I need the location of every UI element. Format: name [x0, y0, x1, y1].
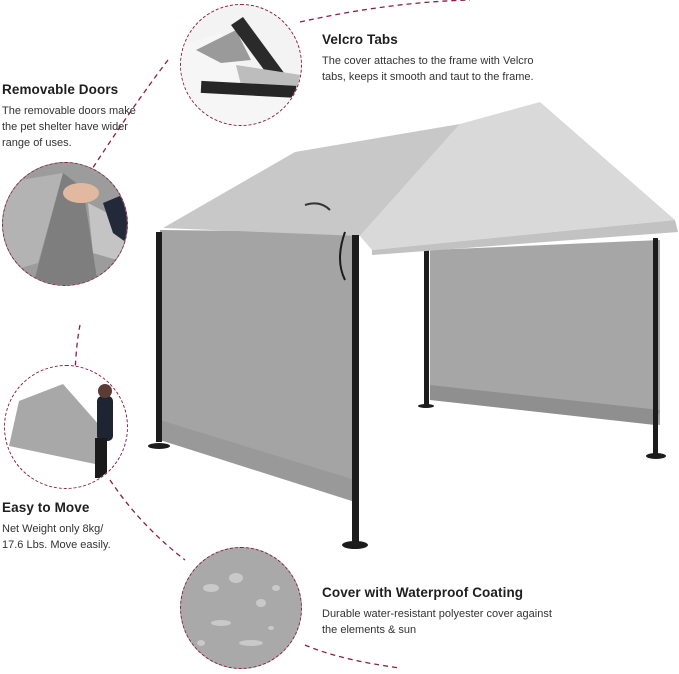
water-droplets-icon	[197, 573, 280, 646]
waterproof-fabric-image	[180, 547, 302, 669]
feature-description-line: The cover attaches to the frame with Vel…	[322, 55, 534, 67]
feature-title: Cover with Waterproof Coating	[322, 585, 524, 600]
removable-door-image	[2, 162, 128, 286]
feature-title: Easy to Move	[2, 500, 90, 515]
velcro-closeup-image	[180, 4, 302, 126]
feature-title: Removable Doors	[2, 82, 119, 97]
feature-description-line: the pet shelter have wider	[2, 121, 128, 133]
feature-description-line: Durable water-resistant polyester cover …	[322, 608, 552, 620]
feature-easy-to-move: Easy to Move Net Weight only 8kg/ 17.6 L…	[2, 500, 111, 553]
feature-description-line: the elements & sun	[322, 624, 417, 636]
feature-description-line: tabs, keeps it smooth and taut to the fr…	[322, 71, 534, 83]
person-carrying-icon	[9, 384, 113, 478]
door-panel-hand-icon	[3, 163, 127, 285]
feature-removable-doors: Removable Doors The removable doors make…	[2, 82, 136, 151]
feature-description-line: range of uses.	[2, 137, 72, 149]
feature-description-line: The removable doors make	[2, 105, 136, 117]
carrying-shelter-image	[4, 365, 128, 489]
feature-title: Velcro Tabs	[322, 32, 398, 47]
feature-description-line: 17.6 Lbs. Move easily.	[2, 539, 111, 551]
feature-description-line: Net Weight only 8kg/	[2, 523, 104, 535]
feature-velcro: Velcro Tabs The cover attaches to the fr…	[322, 32, 534, 85]
feature-waterproof: Cover with Waterproof Coating Durable wa…	[322, 585, 552, 638]
velcro-strip-icon	[181, 17, 301, 125]
